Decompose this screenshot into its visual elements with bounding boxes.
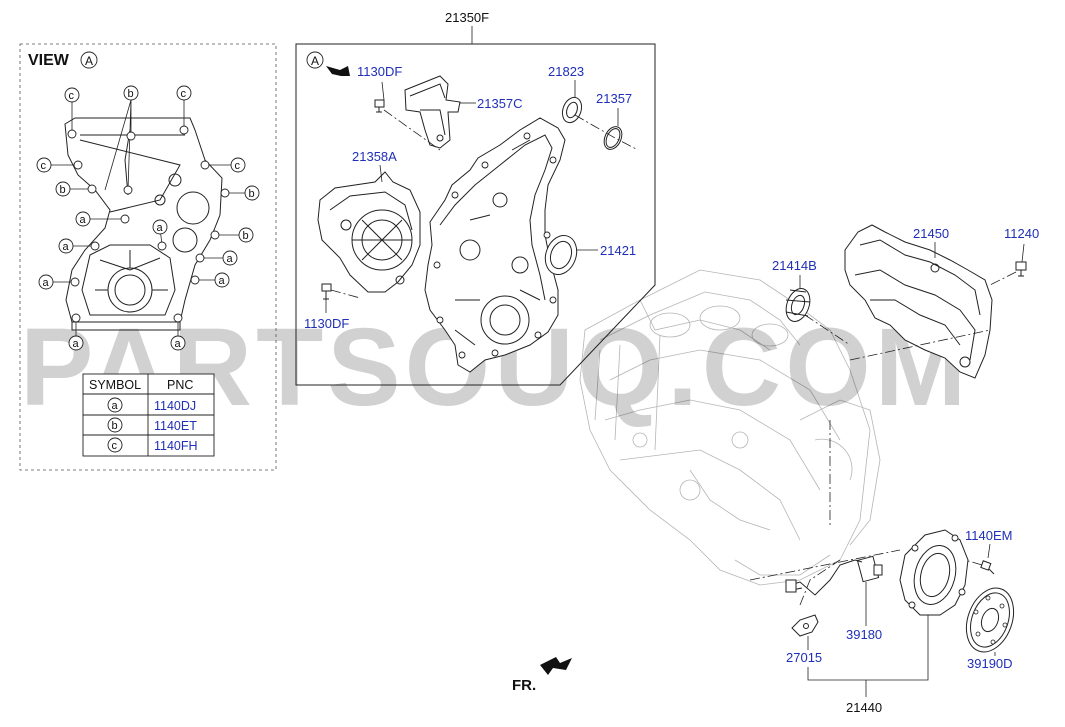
symbol-table: SYMBOL PNC a 1140DJ b 1140ET c 1140FH	[82, 373, 215, 457]
leader-21440	[807, 615, 929, 697]
svg-text:a: a	[73, 338, 80, 350]
svg-text:c: c	[235, 160, 241, 172]
svg-text:a: a	[227, 253, 234, 265]
bubble-b-4: b	[238, 227, 254, 243]
svg-text:b: b	[249, 188, 255, 200]
cover-21358A-icon	[317, 164, 421, 293]
label-21358A[interactable]: 21358A	[352, 149, 397, 164]
label-1140EM[interactable]: 1140EM	[965, 528, 1012, 543]
bolt-11240-icon	[989, 243, 1027, 286]
label-21440: 21440	[846, 700, 882, 715]
front-arrow-icon	[540, 657, 572, 675]
bubble-b-1: b	[123, 85, 139, 101]
cover-box-outline	[295, 43, 656, 386]
svg-text:c: c	[41, 160, 47, 172]
view-a-panel: VIEW A	[19, 43, 277, 471]
bracket-27015-icon	[791, 614, 819, 650]
bubble-a-6: a	[214, 272, 230, 288]
svg-text:a: a	[175, 338, 182, 350]
view-panel-border	[19, 43, 277, 471]
svg-text:a: a	[63, 241, 70, 253]
bolt-1130DF-top-icon	[374, 81, 385, 113]
view-marker-circle	[80, 51, 98, 69]
svg-text:b: b	[60, 184, 66, 196]
tone-wheel-39190D-icon	[965, 587, 1015, 656]
bubble-b-2: b	[55, 181, 71, 197]
label-21357[interactable]: 21357	[596, 91, 632, 106]
bolt-1130DF-bottom-icon	[321, 283, 361, 313]
svg-text:a: a	[43, 277, 50, 289]
bubble-a-7: a	[68, 335, 84, 351]
table-header-symbol: SYMBOL	[89, 378, 141, 392]
table-pnc-c[interactable]: 1140FH	[154, 439, 198, 453]
sprocket-21414B-icon	[785, 275, 851, 346]
svg-text:c: c	[69, 90, 75, 102]
bolt-1140EM-icon	[964, 543, 995, 575]
o-ring-21357-icon	[603, 108, 623, 150]
main-view-marker: A	[311, 54, 319, 68]
timing-cover-casting-icon	[424, 117, 566, 373]
label-21450[interactable]: 21450	[913, 226, 949, 241]
view-a-arrow-icon	[326, 66, 350, 76]
view-marker: A	[85, 54, 93, 68]
table-pnc-a[interactable]: 1140DJ	[154, 399, 196, 413]
baffle-21450-icon	[844, 224, 993, 379]
table-symbol-b: b	[112, 420, 118, 432]
label-21357C[interactable]: 21357C	[477, 96, 523, 111]
bracket-21357C-icon	[404, 75, 476, 149]
view-cover-outline	[64, 117, 223, 331]
seal-21421-icon	[544, 235, 598, 275]
table-pnc-b[interactable]: 1140ET	[154, 419, 197, 433]
table-header-pnc: PNC	[167, 378, 193, 392]
bubble-c-2: c	[176, 85, 192, 101]
bubble-c-3: c	[36, 157, 52, 173]
bubble-b-3: b	[244, 185, 260, 201]
bubble-a-1: a	[75, 211, 91, 227]
svg-text:a: a	[157, 222, 164, 234]
label-39180[interactable]: 39180	[846, 627, 882, 642]
table-symbol-a: a	[112, 400, 119, 412]
label-21421[interactable]: 21421	[600, 243, 636, 258]
engine-block-ghost	[579, 269, 881, 586]
bubble-a-5: a	[38, 274, 54, 290]
label-21823[interactable]: 21823	[548, 64, 584, 79]
front-label: FR.	[512, 677, 536, 694]
svg-text:a: a	[219, 275, 226, 287]
label-11240[interactable]: 11240	[1004, 226, 1039, 241]
bubble-c-1: c	[64, 87, 80, 103]
svg-text:b: b	[243, 230, 249, 242]
label-1130DF-top[interactable]: 1130DF	[357, 64, 402, 79]
label-21350F: 21350F	[445, 10, 489, 25]
view-bubbles: c b c c c b b b a a a b a a a a a	[36, 85, 260, 351]
bubble-a-3: a	[58, 238, 74, 254]
timing-cover-box: 21350F A 1130DF 21357C 21823	[295, 10, 656, 386]
table-symbol-c: c	[112, 440, 118, 452]
bubble-a-8: a	[170, 335, 186, 351]
svg-text:b: b	[128, 88, 134, 100]
label-27015[interactable]: 27015	[786, 650, 822, 665]
svg-text:a: a	[80, 214, 87, 226]
view-title: VIEW	[28, 52, 70, 69]
bubble-a-4: a	[222, 250, 238, 266]
bubble-a-2: a	[152, 219, 168, 235]
sensor-39180-icon	[785, 555, 883, 626]
label-1130DF-bottom[interactable]: 1130DF	[304, 316, 349, 331]
label-39190D[interactable]: 39190D	[967, 656, 1013, 671]
svg-text:c: c	[181, 88, 187, 100]
label-21414B[interactable]: 21414B	[772, 258, 817, 273]
seal-housing-21440-icon	[899, 529, 969, 616]
bubble-c-4: c	[230, 157, 246, 173]
